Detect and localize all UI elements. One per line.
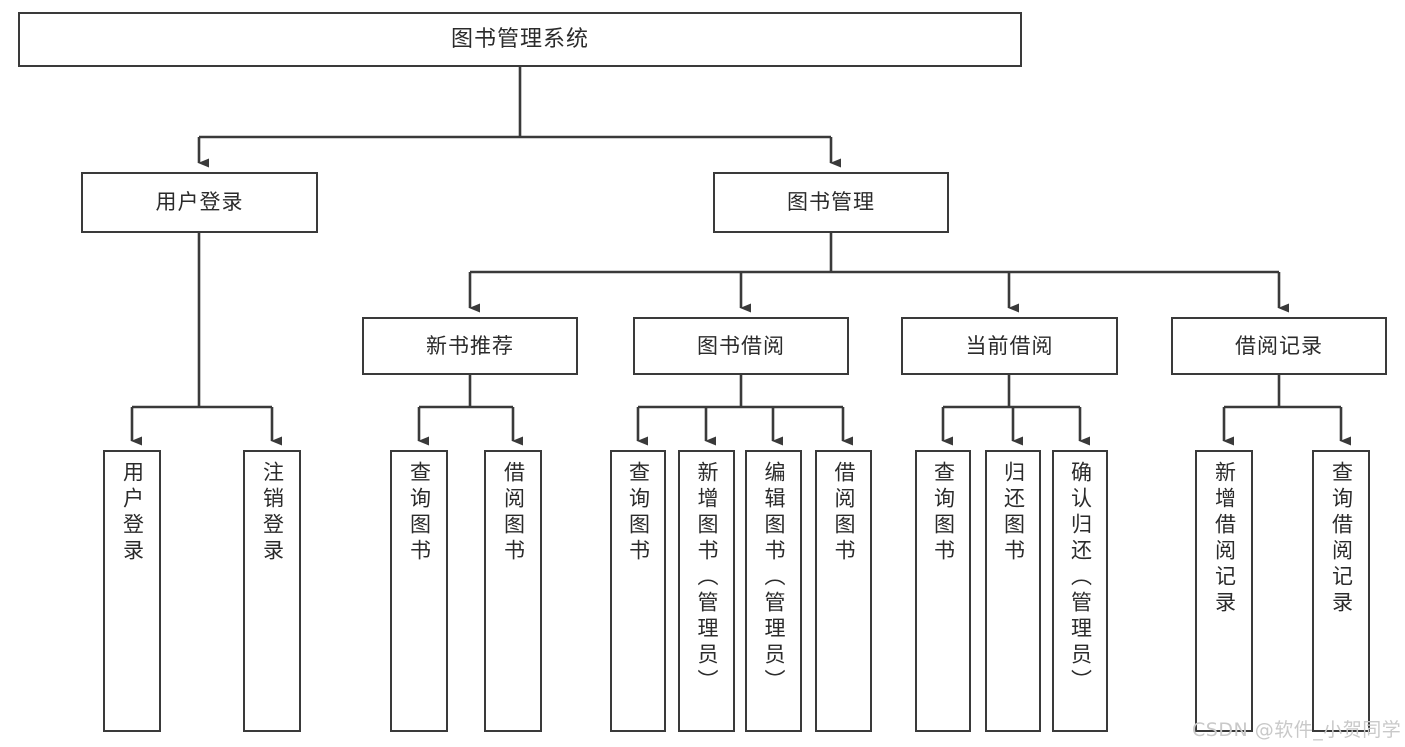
- node-leaf-query-borrow-record[interactable]: 查询借阅记录: [1312, 450, 1370, 732]
- node-leaf-confirm-return-admin[interactable]: 确认归还（管理员）: [1052, 450, 1108, 732]
- node-leaf-edit-book-admin[interactable]: 编辑图书（管理员）: [745, 450, 802, 732]
- node-book-borrow[interactable]: 图书借阅: [633, 317, 849, 375]
- node-user-login-label: 用户登录: [155, 190, 244, 215]
- node-new-book-recommend[interactable]: 新书推荐: [362, 317, 578, 375]
- node-user-login[interactable]: 用户登录: [81, 172, 318, 233]
- node-leaf-logout[interactable]: 注销登录: [243, 450, 301, 732]
- node-leaf-borrow-book-recommend[interactable]: 借阅图书: [484, 450, 542, 732]
- node-book-management[interactable]: 图书管理: [713, 172, 949, 233]
- node-leaf-query-book-borrow[interactable]: 查询图书: [610, 450, 666, 732]
- node-borrow-record[interactable]: 借阅记录: [1171, 317, 1387, 375]
- node-root-label: 图书管理系统: [450, 26, 589, 52]
- node-book-borrow-label: 图书借阅: [697, 333, 785, 358]
- node-leaf-logout-label: 注销登录: [260, 461, 285, 565]
- node-book-management-label: 图书管理: [787, 190, 875, 215]
- node-root[interactable]: 图书管理系统: [18, 12, 1022, 67]
- node-leaf-return-book[interactable]: 归还图书: [985, 450, 1041, 732]
- node-leaf-query-borrow-record-label: 查询借阅记录: [1329, 461, 1354, 617]
- node-leaf-query-book-recommend-label: 查询图书: [407, 461, 432, 565]
- node-leaf-query-book-current[interactable]: 查询图书: [915, 450, 971, 732]
- node-leaf-query-book-current-label: 查询图书: [931, 461, 956, 565]
- node-leaf-add-borrow-record[interactable]: 新增借阅记录: [1195, 450, 1253, 732]
- node-leaf-user-login[interactable]: 用户登录: [103, 450, 161, 732]
- node-leaf-borrow-book-recommend-label: 借阅图书: [501, 461, 526, 565]
- node-leaf-edit-book-admin-label: 编辑图书（管理员）: [762, 461, 786, 695]
- node-leaf-query-book-recommend[interactable]: 查询图书: [390, 450, 448, 732]
- csdn-watermark: CSDN @软件_小贺同学: [1192, 719, 1402, 741]
- node-leaf-borrow-book-label: 借阅图书: [832, 461, 856, 565]
- node-leaf-return-book-label: 归还图书: [1001, 461, 1026, 565]
- node-leaf-add-borrow-record-label: 新增借阅记录: [1212, 461, 1237, 617]
- node-leaf-user-login-label: 用户登录: [120, 461, 145, 565]
- node-leaf-query-book-borrow-label: 查询图书: [626, 461, 651, 565]
- node-leaf-confirm-return-admin-label: 确认归还（管理员）: [1068, 461, 1093, 695]
- node-leaf-add-book-admin[interactable]: 新增图书（管理员）: [678, 450, 735, 732]
- node-leaf-add-book-admin-label: 新增图书（管理员）: [695, 461, 719, 695]
- node-new-book-recommend-label: 新书推荐: [426, 333, 514, 358]
- node-leaf-borrow-book[interactable]: 借阅图书: [815, 450, 872, 732]
- node-current-borrow[interactable]: 当前借阅: [901, 317, 1118, 375]
- node-current-borrow-label: 当前借阅: [965, 333, 1054, 358]
- node-borrow-record-label: 借阅记录: [1235, 333, 1323, 358]
